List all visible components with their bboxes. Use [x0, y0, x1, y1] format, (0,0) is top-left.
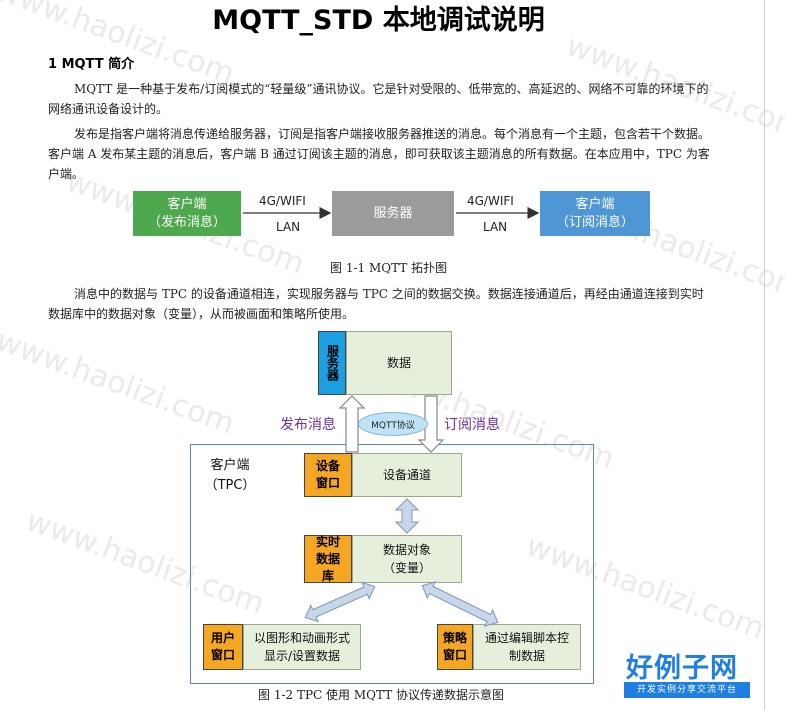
server-tag: 服务器: [318, 331, 346, 395]
link-right-top-label: 4G/WIFI: [467, 194, 514, 208]
user-window-tag: 用户窗口: [203, 624, 243, 670]
user-window-box: 以图形和动画形式显示/设置数据: [243, 624, 361, 670]
paragraph-3: 消息中的数据与 TPC 的设备通道相连，实现服务器与 TPC 之间的数据交换。数…: [48, 287, 704, 321]
page-edge-rule: [764, 0, 765, 710]
server-box: 服务器: [332, 191, 454, 236]
device-window-tag: 设备窗口: [304, 453, 352, 497]
data-object-box: 数据对象（变量）: [352, 535, 462, 583]
strategy-window-box: 通过编辑脚本控制数据: [473, 624, 581, 670]
mqtt-protocol-oval: MQTT协议: [358, 412, 428, 436]
strategy-window-tag: 策略窗口: [437, 624, 473, 670]
paragraph-1: MQTT 是一种基于发布/订阅模式的“轻量级”通讯协议。它是针对受限的、低带宽的…: [48, 82, 709, 116]
paragraph-2: 发布是指客户端将消息传递给服务器，订阅是指客户端接收服务器推送的消息。每个消息有…: [48, 127, 711, 181]
subscribe-label: 订阅消息: [444, 417, 500, 433]
rtdb-user-double-arrow: [304, 581, 376, 623]
publish-label: 发布消息: [280, 417, 336, 433]
subscribe-arrow-down: [417, 395, 445, 453]
link-left-top-label: 4G/WIFI: [259, 194, 306, 208]
device-channel-box: 设备通道: [352, 453, 462, 497]
device-rtdb-double-arrow: [394, 498, 420, 534]
document-title: MQTT_STD 本地调试说明: [212, 5, 545, 36]
tpc-label: 客户端（TPC）: [204, 458, 256, 493]
link-right-bottom-label: LAN: [483, 220, 508, 234]
figure-2-caption: 图 1-2 TPC 使用 MQTT 协议传递数据示意图: [258, 688, 505, 702]
link-left-bottom-label: LAN: [276, 220, 301, 234]
section-heading: 1 MQTT 简介: [48, 57, 135, 72]
server-data-box: 数据: [346, 331, 452, 395]
site-logo: 好例子网 开发实例分享交流平台: [620, 646, 760, 702]
client-publish-box: 客户端（发布消息）: [133, 191, 241, 236]
tpc-frame: [190, 444, 594, 684]
client-subscribe-box: 客户端（订阅消息）: [540, 191, 650, 236]
rtdb-strategy-double-arrow: [421, 581, 499, 627]
realtime-db-tag: 实时数据库: [304, 535, 352, 583]
publish-arrow-up: [338, 395, 366, 453]
figure-1-caption: 图 1-1 MQTT 拓扑图: [330, 261, 448, 275]
